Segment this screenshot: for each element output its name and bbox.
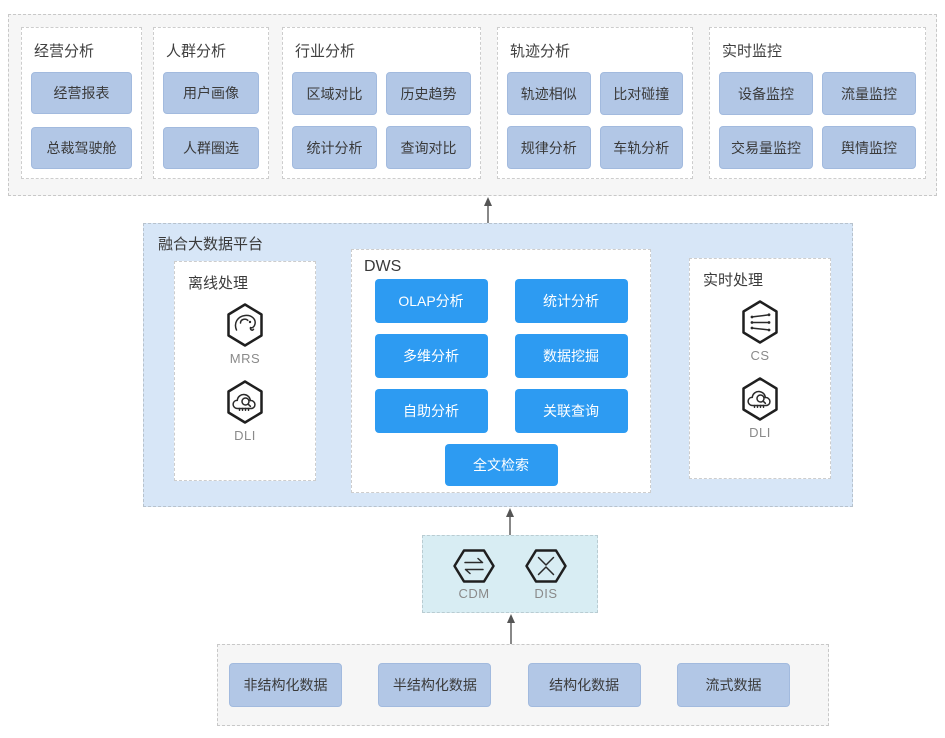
capability-pill: 历史趋势: [386, 72, 471, 115]
service-cs: CS: [741, 300, 779, 363]
application-layer-container: 经营分析 经营报表 总裁驾驶舱 人群分析 用户画像 人群圈选 行业分析 区域对比…: [8, 14, 937, 196]
capability-pill: 统计分析: [292, 126, 377, 169]
panel-business-analysis: 经营分析 经营报表 总裁驾驶舱: [21, 27, 142, 179]
dli-cloud-search-hexagon-icon: [227, 380, 263, 424]
capability-pill: 比对碰撞: [599, 72, 683, 115]
arrow-sources-to-ingest: [505, 614, 517, 644]
dws-capability-button: 数据挖掘: [514, 334, 628, 378]
service-label: MRS: [229, 351, 261, 366]
platform-title: 融合大数据平台: [158, 236, 264, 253]
dws-title: DWS: [364, 258, 402, 275]
dis-crossing-streams-hexagon-icon: [525, 548, 567, 583]
big-data-platform-container: 融合大数据平台 离线处理 MRS: [143, 223, 853, 507]
capability-pill: 交易量监控: [719, 126, 813, 169]
data-source-pill: 半结构化数据: [378, 663, 492, 707]
dws-capability-button: 自助分析: [374, 389, 488, 433]
capability-pill: 设备监控: [719, 72, 813, 115]
panel-realtime-monitoring: 实时监控 设备监控 流量监控 交易量监控 舆情监控: [709, 27, 926, 179]
panel-industry-analysis: 行业分析 区域对比 历史趋势 统计分析 查询对比: [282, 27, 481, 179]
dws-capability-button: 多维分析: [374, 334, 488, 378]
capability-pill: 总裁驾驶舱: [31, 127, 132, 169]
panel-trajectory-analysis: 轨迹分析 轨迹相似 比对碰撞 规律分析 车轨分析: [497, 27, 693, 179]
panel-crowd-analysis: 人群分析 用户画像 人群圈选: [153, 27, 269, 179]
capability-pill: 经营报表: [31, 72, 132, 114]
panel-title: 行业分析: [295, 43, 356, 60]
service-label: DIS: [534, 585, 558, 601]
panel-title: 轨迹分析: [510, 43, 571, 60]
dws-capability-button: 全文检索: [444, 444, 558, 486]
arrow-platform-to-apps: [482, 197, 494, 223]
panel-title: 实时监控: [722, 43, 783, 60]
capability-pill: 车轨分析: [599, 126, 683, 169]
data-source-pill: 非结构化数据: [229, 663, 342, 707]
service-mrs: MRS: [226, 303, 264, 366]
capability-pill: 用户画像: [163, 72, 259, 114]
service-label: CDM: [458, 585, 490, 601]
capability-pill: 区域对比: [292, 72, 377, 115]
dws-capability-button: 统计分析: [514, 279, 628, 323]
panel-title: 人群分析: [166, 43, 227, 60]
dli-cloud-search-hexagon-icon: [742, 377, 778, 421]
capability-pill: 规律分析: [507, 126, 591, 169]
realtime-processing-title: 实时处理: [703, 272, 764, 289]
capability-pill: 舆情监控: [822, 126, 916, 169]
panel-title: 经营分析: [34, 43, 95, 60]
service-cdm: CDM: [453, 548, 495, 601]
data-sources-container: 非结构化数据 半结构化数据 结构化数据 流式数据: [217, 644, 829, 726]
offline-processing-box: 离线处理 MRS: [174, 261, 316, 481]
offline-processing-title: 离线处理: [188, 275, 249, 292]
cs-stream-hexagon-icon: [742, 300, 778, 344]
capability-pill: 轨迹相似: [507, 72, 591, 115]
service-dli: DLI: [226, 380, 264, 443]
service-label: CS: [750, 348, 770, 363]
service-label: DLI: [749, 425, 771, 440]
dws-capability-button: 关联查询: [514, 389, 628, 433]
capability-pill: 流量监控: [822, 72, 916, 115]
capability-pill: 人群圈选: [163, 127, 259, 169]
dws-box: DWS OLAP分析 统计分析 多维分析 数据挖掘 自助分析 关联查询 全文检索: [351, 249, 651, 493]
data-source-pill: 流式数据: [676, 663, 790, 707]
service-dli: DLI: [741, 377, 779, 440]
realtime-processing-box: 实时处理 CS: [689, 258, 831, 479]
capability-pill: 查询对比: [386, 126, 471, 169]
data-ingestion-box: CDM DIS: [422, 535, 598, 613]
cdm-migration-arrows-hexagon-icon: [453, 548, 495, 583]
data-source-pill: 结构化数据: [527, 663, 641, 707]
mrs-elephant-hexagon-icon: [227, 303, 263, 347]
arrow-ingest-to-platform: [504, 508, 516, 535]
dws-capability-button: OLAP分析: [374, 279, 488, 323]
service-label: DLI: [234, 428, 256, 443]
service-dis: DIS: [525, 548, 567, 601]
